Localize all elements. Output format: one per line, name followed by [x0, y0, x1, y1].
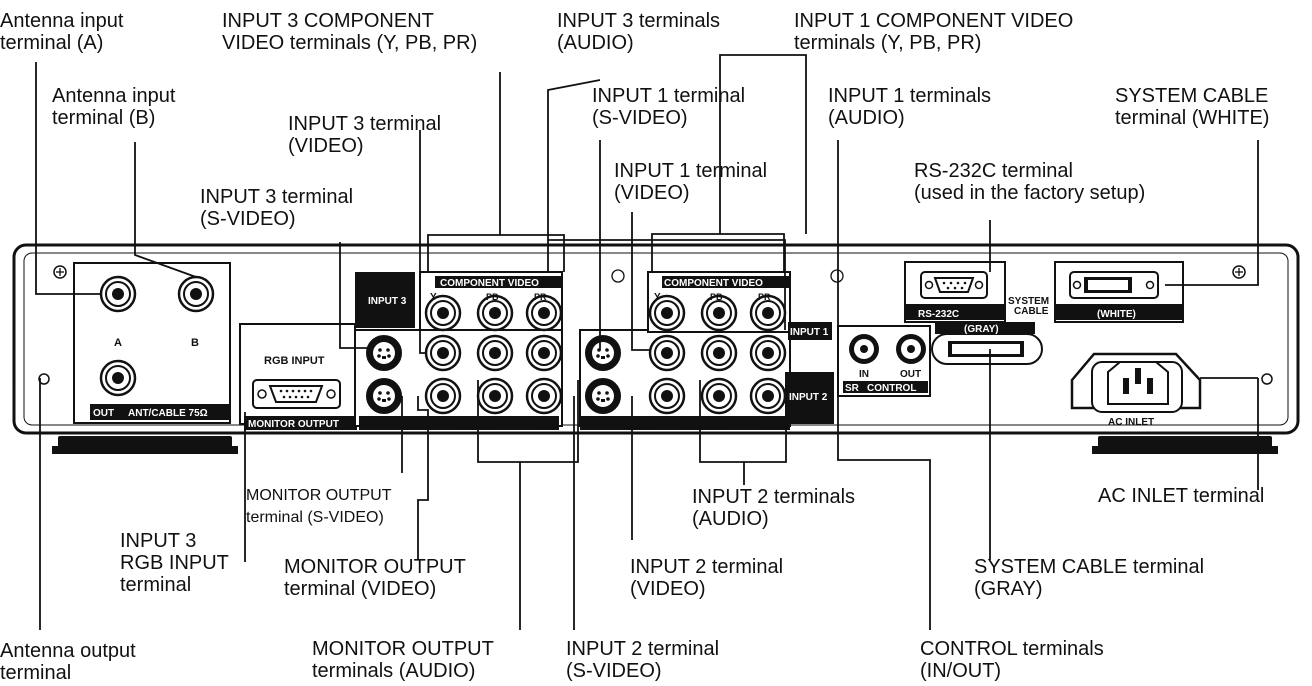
- y-label-1: Y: [654, 292, 661, 303]
- system-cable-label: SYSTEM CABLE: [1008, 296, 1052, 317]
- input3-audio-label: R-AUDIO-L: [483, 419, 535, 430]
- left-foot: [52, 436, 238, 454]
- callout-antenna-a: Antenna input terminal (A): [0, 10, 124, 54]
- out-label: OUT: [900, 369, 921, 380]
- monitor-output-label: MONITOR OUTPUT: [248, 419, 339, 430]
- callout-control: CONTROL terminals (IN/OUT): [920, 638, 1104, 682]
- rgb-input-label: RGB INPUT: [264, 355, 325, 367]
- ant-b-label: B: [191, 337, 199, 349]
- ant-out-label: OUT: [93, 408, 114, 419]
- callout-monitor-svideo: MONITOR OUTPUT terminal (S-VIDEO): [246, 487, 392, 526]
- component-video-label-1: COMPONENT VIDEO: [664, 278, 763, 289]
- callout-input2-video: INPUT 2 terminal (VIDEO): [630, 556, 784, 600]
- rgb-module: [239, 323, 357, 430]
- antenna-module: [73, 262, 231, 424]
- leader-lines: [35, 54, 1259, 630]
- input3-svideo-label: S-VIDEO: [359, 419, 400, 430]
- input1-2-block: [579, 271, 834, 430]
- y-label-3: Y: [430, 292, 437, 303]
- callout-input3-video: INPUT 3 terminal (VIDEO): [288, 113, 442, 157]
- pb-label-1: PB: [710, 292, 723, 302]
- pb-label-3: PB: [486, 292, 499, 302]
- input3-video-label: VIDEO: [430, 419, 461, 430]
- ac-inlet-label: AC INLET: [1108, 417, 1154, 428]
- callout-antenna-b: Antenna input terminal (B): [52, 85, 176, 129]
- system-cable-gray-block: [931, 322, 1043, 365]
- callout-system-cable-white: SYSTEM CABLE terminal (WHITE): [1115, 85, 1270, 129]
- callout-system-cable-gray: SYSTEM CABLE terminal (GRAY): [974, 556, 1205, 600]
- callout-monitor-video: MONITOR OUTPUT terminal (VIDEO): [284, 556, 466, 600]
- callout-input2-svideo: INPUT 2 terminal (S-VIDEO): [566, 638, 720, 682]
- callout-input2-audio: INPUT 2 terminals (AUDIO): [692, 486, 856, 530]
- cable-label: CABLE: [1014, 306, 1049, 317]
- sr-label: SR: [845, 383, 860, 394]
- in-label: IN: [859, 369, 869, 380]
- system-label: SYSTEM: [1008, 296, 1049, 307]
- callout-input1-svideo: INPUT 1 terminal (S-VIDEO): [592, 85, 746, 129]
- callout-input3-audio: INPUT 3 terminals (AUDIO): [557, 10, 721, 54]
- input2-video-label: VIDEO: [653, 419, 684, 430]
- input2-svideo-label: S-VIDEO: [582, 419, 623, 430]
- component-video-label-3: COMPONENT VIDEO: [440, 278, 539, 289]
- panel-labels-inverse: OUT ANT/CABLE 75Ω MONITOR OUTPUT INPUT 3…: [93, 278, 1136, 430]
- callout-input3-component: INPUT 3 COMPONENT VIDEO terminals (Y, PB…: [222, 10, 478, 54]
- ac-inlet-block: [1070, 352, 1202, 413]
- callout-input1-video: INPUT 1 terminal (VIDEO): [614, 160, 768, 204]
- input2-audio-label: R-AUDIO-L: [710, 419, 762, 430]
- callout-rs232c: RS-232C terminal (used in the factory se…: [914, 160, 1146, 204]
- callout-ac-inlet: AC INLET terminal: [1098, 485, 1265, 507]
- callout-input1-component: INPUT 1 COMPONENT VIDEO terminals (Y, PB…: [794, 10, 1074, 54]
- ant-cable-label: ANT/CABLE 75Ω: [128, 408, 208, 419]
- system-cable-white-block: [1054, 261, 1184, 323]
- pr-label-3: PR: [534, 292, 547, 302]
- rs232c-block: [904, 261, 1006, 323]
- white-label: (WHITE): [1097, 309, 1136, 320]
- right-foot: [1092, 436, 1278, 454]
- pr-label-1: PR: [758, 292, 771, 302]
- callout-antenna-out: Antenna output terminal: [0, 640, 136, 684]
- control-label: CONTROL: [867, 383, 916, 394]
- callout-input3-rgb: INPUT 3 RGB INPUT terminal: [120, 530, 229, 596]
- input3-block: [354, 271, 563, 430]
- ant-a-label: A: [114, 337, 122, 349]
- input1-label: INPUT 1: [790, 327, 829, 338]
- input2-label: INPUT 2: [789, 392, 828, 403]
- input3-label: INPUT 3: [368, 296, 407, 307]
- callout-input1-audio: INPUT 1 terminals (AUDIO): [828, 85, 992, 129]
- panel-labels: A B RGB INPUT R-AUDIO-L R-AUDIO-L VIDEO …: [114, 292, 1154, 430]
- callout-input3-svideo: INPUT 3 terminal (S-VIDEO): [200, 186, 354, 230]
- control-block: [837, 325, 931, 397]
- rs232c-label: RS-232C: [918, 309, 959, 320]
- gray-label: (GRAY): [964, 324, 999, 335]
- callout-monitor-audio: MONITOR OUTPUT terminals (AUDIO): [312, 638, 494, 682]
